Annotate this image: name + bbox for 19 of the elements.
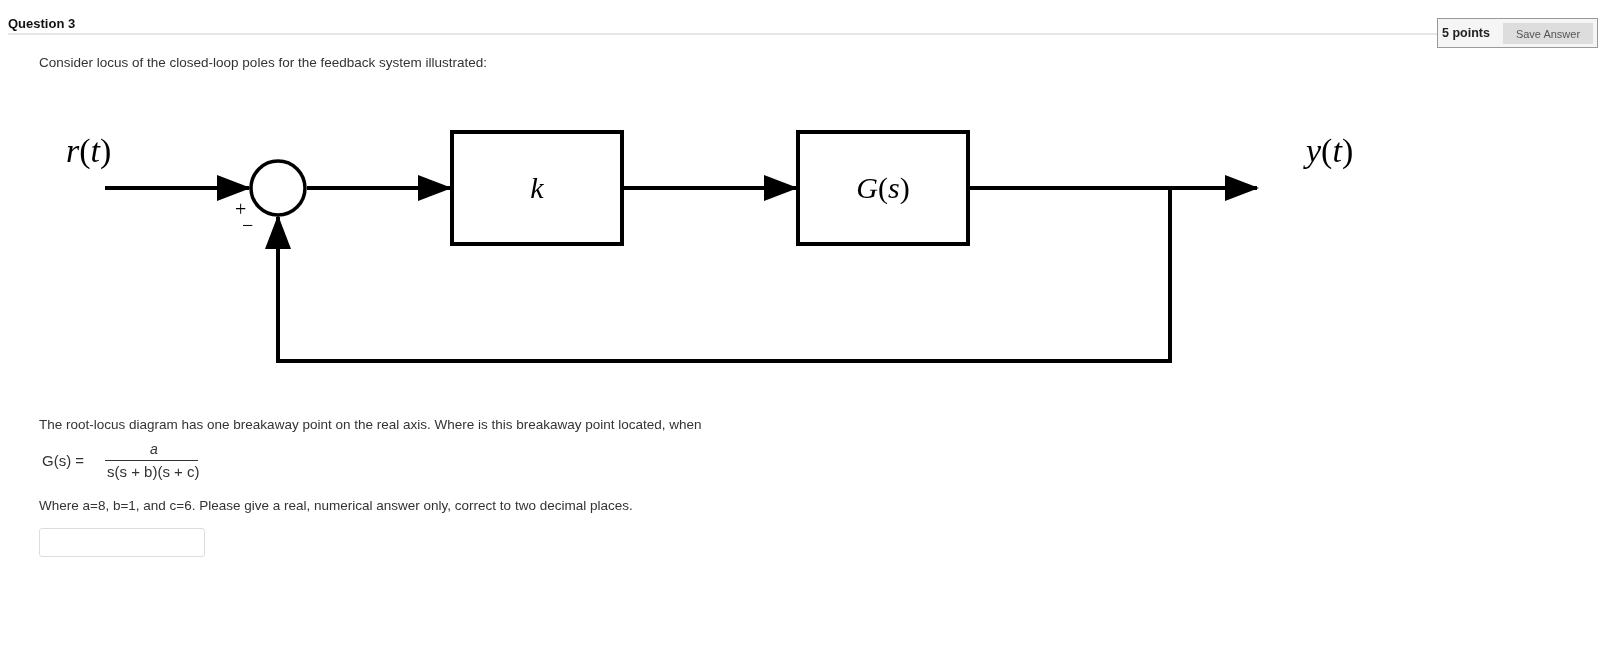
save-answer-button: Save Answer [1503, 23, 1593, 44]
arrow [307, 175, 452, 201]
formula-denominator: s(s + b)(s + c) [107, 463, 200, 481]
arrow [105, 175, 251, 201]
formula-text: G(s) = [42, 452, 85, 470]
block-label: k [530, 171, 544, 205]
formula-numerator: a [150, 441, 158, 458]
arrow [624, 175, 798, 201]
block-box [796, 130, 970, 246]
block-label: G(s) [856, 171, 910, 205]
points-text: 5 points [1442, 26, 1490, 40]
signal-label: r(t) [66, 131, 112, 171]
summing-junction [249, 159, 307, 217]
question-text: Consider locus of the closed-loop poles for the feedback system illustrated: [39, 55, 487, 72]
arrow [265, 186, 1172, 363]
question-text: Where a=8, b=1, and c=6. Please give a real, numerical answer only, correct to two decimal places. [39, 498, 633, 515]
question-text: The root-locus diagram has one breakaway point on the real axis. Where is this breakaway point located, when [39, 417, 702, 434]
block-box [450, 130, 624, 246]
question-heading: Question 3 [8, 16, 76, 32]
